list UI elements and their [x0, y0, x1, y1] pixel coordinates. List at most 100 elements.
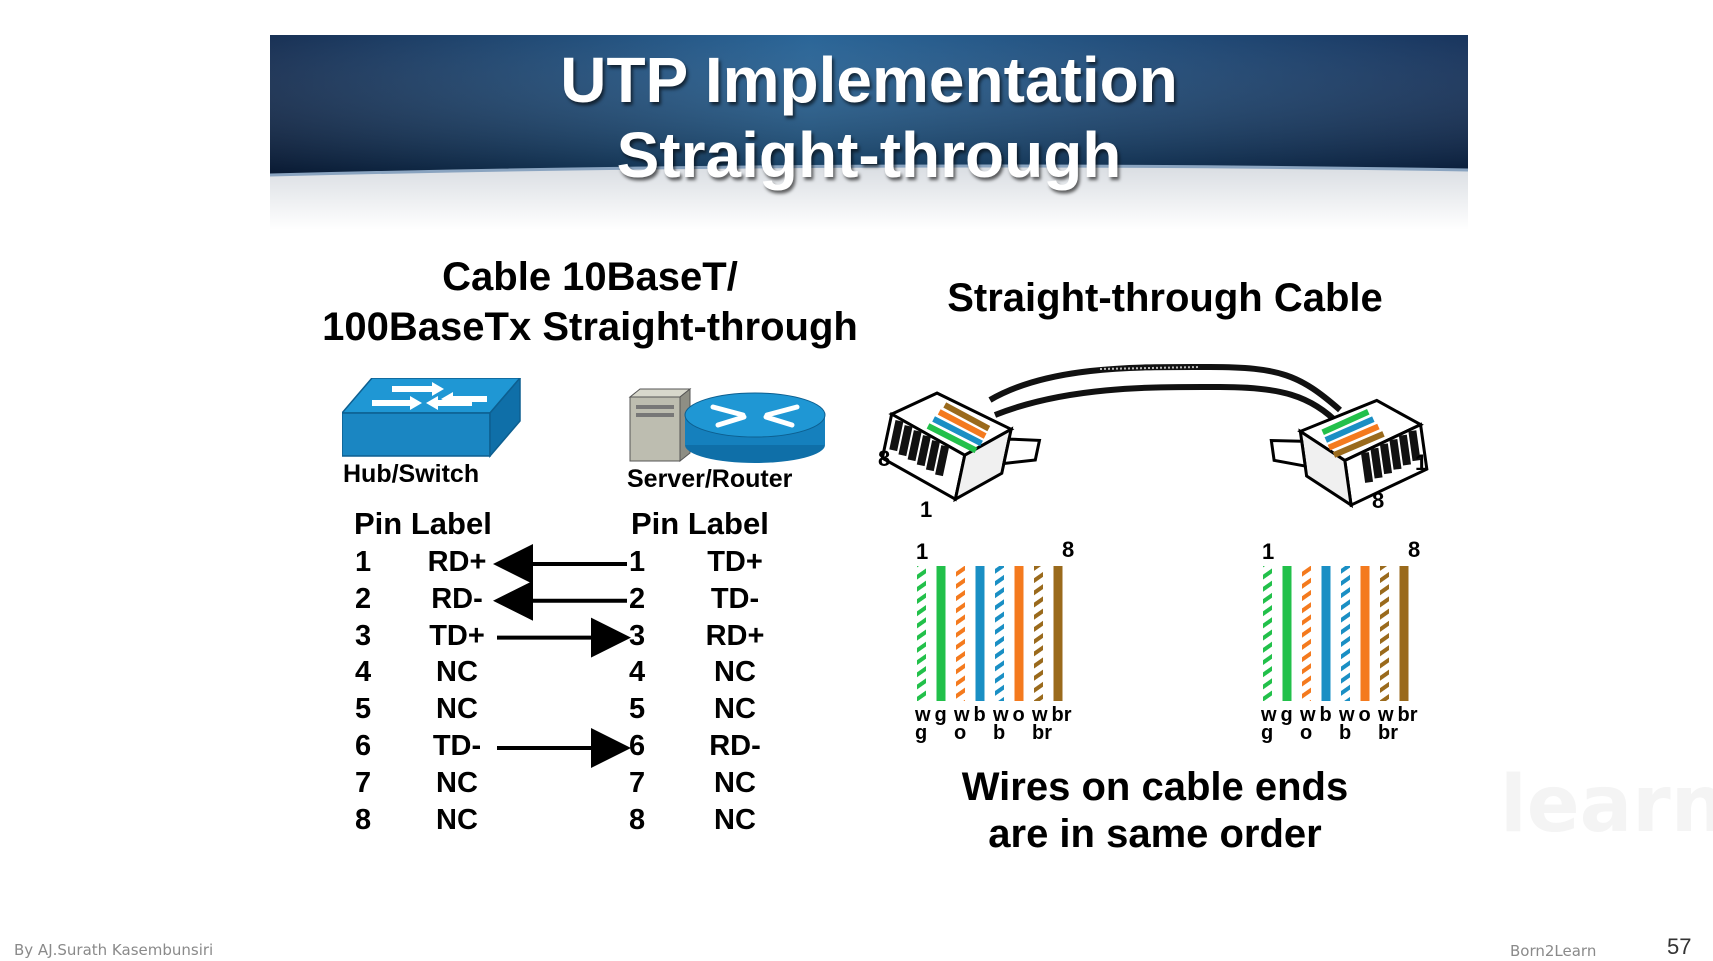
footer-author: By AJ.Surath Kasembunsiri: [14, 941, 214, 959]
right-connector-pin-8: 8: [1372, 488, 1385, 513]
wire-group-2-top-label-7: w: [1378, 704, 1394, 726]
watermark: learn: [1500, 760, 1713, 850]
wire-group-2-bottom-label-7: br: [1378, 722, 1398, 744]
wire-group-1-bottom-label-3: o: [954, 722, 967, 744]
wire-6-solid: [1360, 566, 1370, 701]
pin-number-left-2: 2: [355, 582, 372, 615]
wire-5-striped: [995, 566, 1004, 701]
caption-line-1: Wires on cable ends: [961, 765, 1349, 809]
title-line-2: Straight-through: [616, 119, 1122, 191]
wire-group-2-bottom-label-1: g: [1261, 722, 1274, 744]
right-heading: Straight-through Cable: [947, 276, 1383, 320]
pin-number-right-4: 4: [629, 656, 646, 689]
wire-4-solid: [1321, 566, 1331, 701]
wire-group-1-bottom-label-1: g: [915, 722, 928, 744]
wire-group-1: [917, 566, 1063, 701]
pin-number-left-1: 1: [355, 546, 372, 578]
server-router-icon: [628, 387, 826, 463]
wire-2-solid: [1282, 566, 1292, 701]
wire-group-2: [1263, 566, 1409, 701]
wire-group-1-top-label-1: w: [915, 704, 931, 726]
wire-7-striped: [1034, 566, 1043, 701]
left-connector-pin-1: 1: [920, 497, 933, 522]
straight-through-cable-illustration: [880, 363, 1429, 509]
right-connector-pin-1: 1: [1415, 450, 1428, 475]
pin-label-right-1: TD+: [707, 546, 763, 578]
wire-group-1-top-label-4: b: [973, 704, 986, 726]
pin-number-left-6: 6: [355, 730, 372, 762]
pin-label-header-right: Pin Label: [631, 506, 769, 541]
footer-brand: Born2Learn: [1510, 942, 1597, 960]
wire-5-striped: [1341, 566, 1350, 701]
pin-label-left-3: TD+: [429, 619, 485, 652]
pin-number-right-5: 5: [629, 693, 646, 726]
wire-group-2-top-label-6: o: [1358, 704, 1371, 726]
wire-group-1-top-label-3: w: [954, 704, 970, 726]
wire-group-1-top-label-5: w: [993, 704, 1009, 726]
pin-number-right-6: 6: [629, 730, 646, 762]
wire-group-2-start-label: 1: [1262, 539, 1275, 564]
pin-number-left-3: 3: [355, 619, 372, 652]
wire-3-striped: [956, 566, 965, 701]
wire-group-2-bottom-label-3: o: [1300, 722, 1313, 744]
wire-group-1-start-label: 1: [916, 539, 929, 564]
pin-number-right-1: 1: [629, 546, 646, 578]
wire-group-1-top-label-2: g: [934, 704, 947, 726]
wire-group-1-end-label: 8: [1062, 537, 1075, 562]
pin-label-right-7: NC: [714, 766, 756, 799]
hub-switch-label: Hub/Switch: [343, 460, 480, 488]
wire-group-2-top-label-8: br: [1397, 704, 1418, 726]
page-number: 57: [1667, 934, 1692, 959]
wire-group-1-top-label-8: br: [1051, 704, 1072, 726]
wire-group-1-bottom-label-5: b: [993, 722, 1006, 744]
left-connector-pin-8: 8: [878, 446, 891, 471]
hub-switch-icon: [342, 378, 521, 458]
pin-number-left-7: 7: [355, 766, 372, 799]
pin-label-right-5: NC: [714, 693, 756, 726]
wire-6-solid: [1014, 566, 1024, 701]
wire-group-2-end-label: 8: [1408, 537, 1421, 562]
wire-8-solid: [1399, 566, 1409, 701]
pin-label-left-2: RD-: [431, 582, 483, 615]
pin-label-left-4: NC: [436, 656, 478, 689]
pin-number-right-3: 3: [629, 619, 646, 652]
wire-group-2-top-label-1: w: [1261, 704, 1277, 726]
pin-number-left-8: 8: [355, 803, 372, 836]
pin-number-left-4: 4: [355, 656, 372, 689]
pin-label-left-7: NC: [436, 766, 478, 799]
left-heading-line-1: Cable 10BaseT/: [442, 255, 738, 299]
wire-4-solid: [975, 566, 985, 701]
pin-label-left-6: TD-: [432, 730, 482, 762]
pin-number-right-2: 2: [629, 582, 646, 615]
wire-group-1-top-label-6: o: [1012, 704, 1025, 726]
pin-label-left-1: RD+: [427, 546, 487, 578]
wire-3-striped: [1302, 566, 1311, 701]
pin-label-left-5: NC: [436, 693, 478, 726]
wire-group-2-top-label-2: g: [1280, 704, 1293, 726]
pin-label-right-3: RD+: [705, 619, 765, 652]
pin-label-right-4: NC: [714, 656, 756, 689]
pin-label-header-left: Pin Label: [354, 506, 492, 541]
pin-number-left-5: 5: [355, 693, 372, 726]
pin-label-right-6: RD-: [709, 730, 761, 762]
wire-group-2-top-label-5: w: [1339, 704, 1355, 726]
wire-1-striped: [1263, 566, 1272, 701]
pin-label-right-8: NC: [714, 803, 756, 836]
wire-group-2-top-label-4: b: [1319, 704, 1332, 726]
wire-group-2-bottom-label-5: b: [1339, 722, 1352, 744]
wire-group-1-top-label-7: w: [1032, 704, 1048, 726]
wire-1-striped: [917, 566, 926, 701]
pin-label-right-2: TD-: [710, 582, 760, 615]
wire-group-2-top-label-3: w: [1300, 704, 1316, 726]
wire-2-solid: [936, 566, 946, 701]
title-banner: [270, 35, 1468, 230]
title-line-1: UTP Implementation: [560, 44, 1178, 116]
caption-line-2: are in same order: [988, 812, 1322, 856]
pin-number-right-7: 7: [629, 766, 646, 799]
left-heading-line-2: 100BaseTx Straight-through: [322, 305, 858, 349]
wire-8-solid: [1053, 566, 1063, 701]
server-router-label: Server/Router: [627, 465, 793, 493]
wire-7-striped: [1380, 566, 1389, 701]
wire-group-1-bottom-label-7: br: [1032, 722, 1052, 744]
